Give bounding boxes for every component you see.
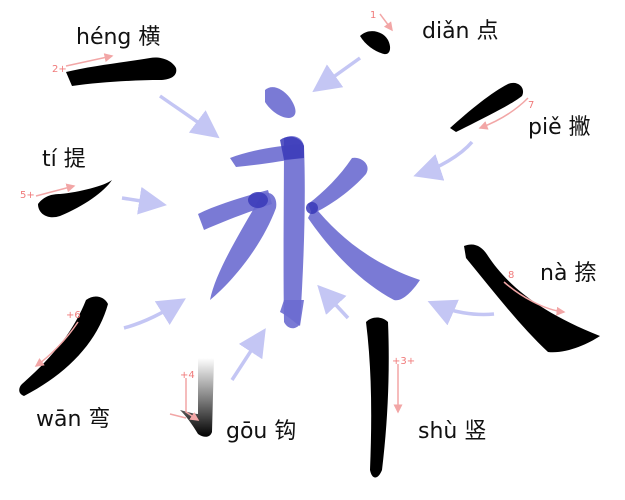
stroke-shu: +3+ [366,317,415,478]
wan-shape [19,296,108,396]
gou-guide-base [169,413,187,419]
gou-number: +4 [180,370,195,381]
ti-number: 5+ [20,190,35,201]
stroke-dian: 1 [360,10,393,55]
arrow-shu [317,284,350,320]
arrow-heng [158,94,220,139]
overlap-top [280,136,304,160]
arrow-dian [312,56,362,93]
na-number: 8 [508,270,514,281]
label-pie: piě 撇 [528,115,591,140]
na-guide [503,281,566,316]
wan-number: +6 [66,310,81,321]
center-overlap-marks [248,136,318,214]
label-shu: shù 竖 [418,419,486,444]
heng-guide [65,53,114,67]
stroke-wan: +6 [19,296,108,396]
dian-shape [360,31,391,55]
overlap-left [248,192,268,208]
dian-number: 1 [370,10,376,21]
center-pie-stroke [308,157,368,214]
heng-shape [66,57,177,86]
center-gou-stroke [280,300,304,326]
center-character-yong [198,87,420,329]
ti-guide [35,183,76,197]
gou-shape [180,358,214,437]
stroke-gou: +4 [169,358,214,437]
gou-guide [185,378,200,421]
label-ti: tí 提 [42,147,86,172]
shu-shape [366,317,389,478]
label-na: nà 捺 [540,261,596,286]
pie-number: 7 [528,100,534,111]
stroke-na: 8 [464,244,600,353]
arrow-ti [121,186,167,215]
stroke-ti: 5+ [20,180,112,218]
wan-guide [34,321,79,367]
arrow-wan [123,298,186,330]
arrows-to-center [121,56,495,381]
pie-guide [478,97,529,130]
stroke-heng: 2+ [52,53,177,86]
pie-shape [450,82,524,132]
label-gou: gōu 钩 [226,419,296,444]
na-shape [464,244,600,353]
overlap-right [306,202,318,214]
arrow-pie [413,140,474,181]
center-dot-stroke [265,87,296,118]
arrow-na [427,299,495,326]
center-na-stroke [308,206,420,301]
label-dian: diǎn 点 [422,19,499,44]
heng-number: 2+ [52,64,67,75]
arrow-gou [230,328,266,381]
shu-number: +3+ [392,356,415,367]
ti-shape [38,180,112,218]
center-wan-stroke [210,192,277,300]
label-heng: héng 横 [76,25,160,50]
label-wan: wān 弯 [36,407,110,432]
stroke-pie: 7 [450,82,534,132]
dian-guide [379,13,393,32]
center-shu-stroke [283,136,305,329]
